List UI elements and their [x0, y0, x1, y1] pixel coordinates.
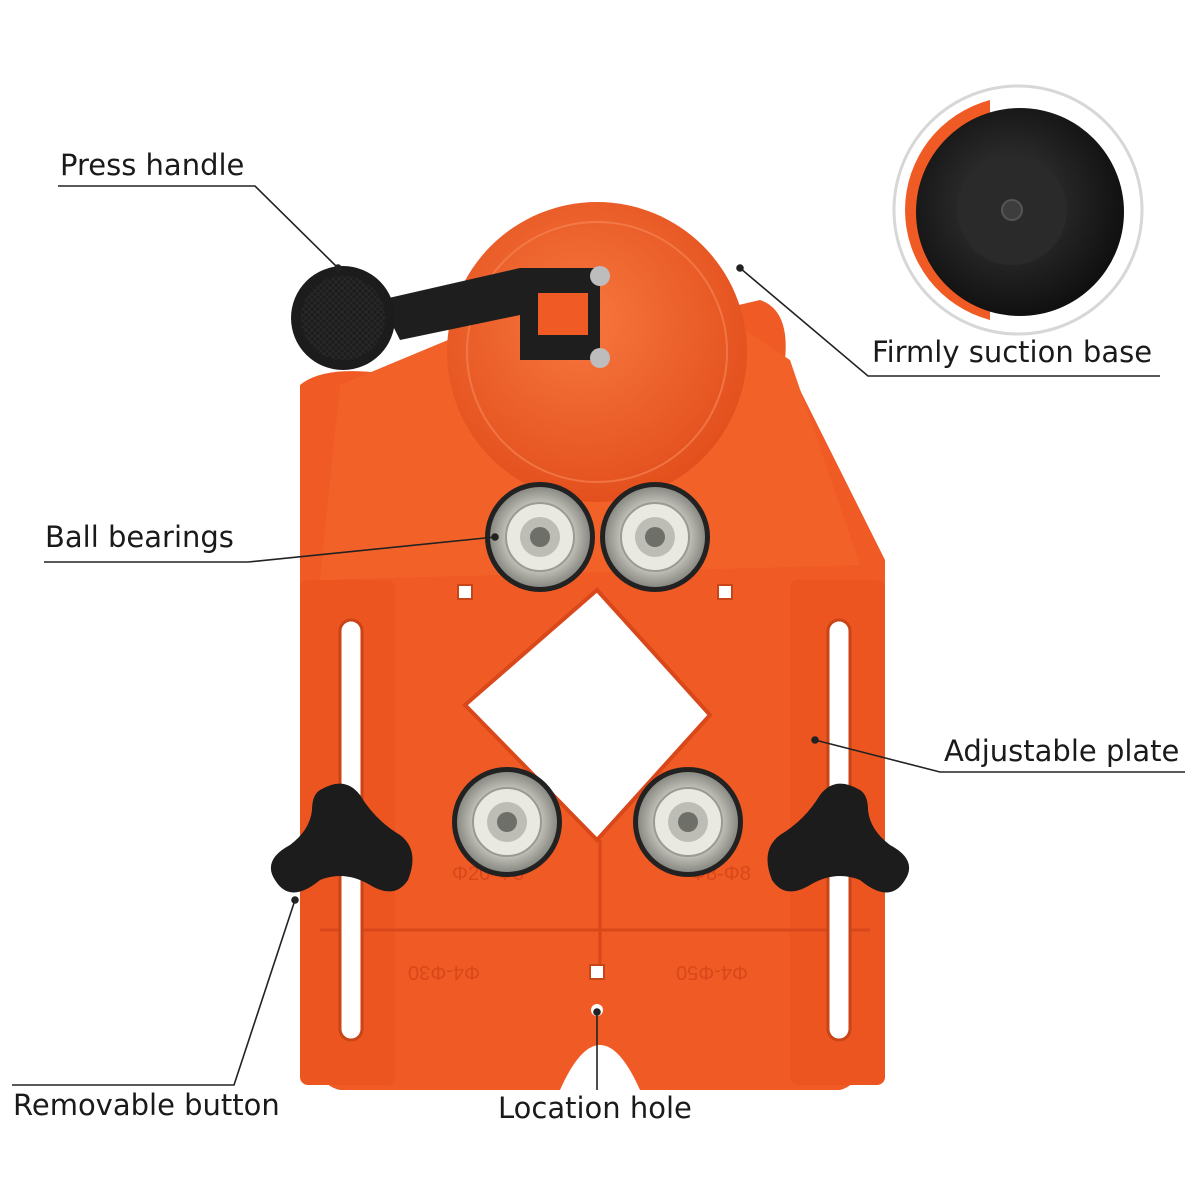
suction-base-inset	[892, 84, 1144, 336]
leader-ball-bearings	[44, 536, 496, 563]
label-suction-base: Firmly suction base	[872, 335, 1153, 369]
leader-adjustable-plate	[814, 739, 1185, 773]
press-handle-icon	[291, 266, 610, 370]
label-ball-bearings: Ball bearings	[45, 520, 234, 554]
leader-removable-button	[12, 899, 296, 1086]
label-removable-button: Removable button	[13, 1088, 280, 1122]
label-press-handle: Press handle	[60, 148, 245, 182]
label-adjustable-plate: Adjustable plate	[944, 734, 1180, 768]
marking-right-lower: Φ4-Φ50	[676, 961, 748, 983]
leader-lines	[12, 185, 1185, 1090]
label-location-hole: Location hole	[498, 1091, 692, 1125]
marking-left-lower: Φ4-Φ30	[408, 961, 480, 983]
knob-icon	[270, 783, 910, 893]
leader-suction-base	[739, 267, 1160, 377]
ball-bearing-icon	[452, 482, 743, 877]
leader-press-handle	[58, 185, 339, 269]
